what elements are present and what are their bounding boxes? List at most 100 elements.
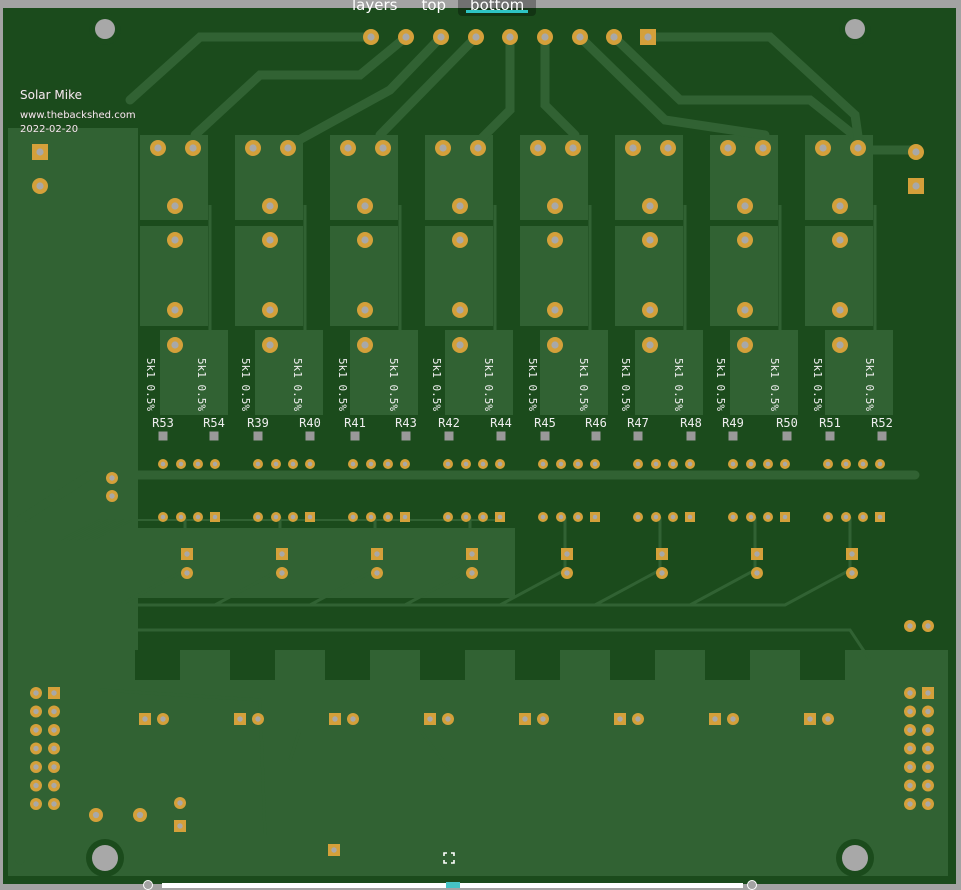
fullscreen-icon[interactable] xyxy=(443,852,455,864)
pad-hole xyxy=(907,623,913,629)
tab-layers[interactable]: layers xyxy=(352,0,398,14)
pad-hole xyxy=(402,461,408,467)
pad-hole xyxy=(925,782,931,789)
smd-pad xyxy=(349,430,361,442)
smd-pad xyxy=(632,430,644,442)
pad-hole xyxy=(635,461,641,467)
pad-hole xyxy=(266,306,274,314)
pad-hole xyxy=(439,144,447,152)
pad-hole xyxy=(33,690,39,696)
pad-hole xyxy=(741,341,749,349)
slider-thumb[interactable] xyxy=(445,882,460,888)
pad-hole xyxy=(195,514,201,520)
resistor-designator: R53 xyxy=(152,416,174,430)
resistor-designator: R45 xyxy=(534,416,556,430)
copper-trace xyxy=(190,32,411,140)
copper-trace xyxy=(475,32,515,145)
resistor-designator: R48 xyxy=(680,416,702,430)
zoom-in-handle[interactable] xyxy=(747,880,757,890)
pad-hole xyxy=(456,202,464,210)
pad-hole xyxy=(551,236,559,244)
pad-hole xyxy=(659,551,665,557)
pad-hole xyxy=(171,202,179,210)
pad-hole xyxy=(754,551,760,557)
pad-hole xyxy=(912,182,920,190)
resistor-designator: R39 xyxy=(247,416,269,430)
pad-hole xyxy=(307,461,313,467)
pad-hole xyxy=(385,461,391,467)
pad-hole xyxy=(534,144,542,152)
pad-hole xyxy=(33,782,39,789)
tab-bottom[interactable]: bottom xyxy=(458,0,537,16)
pad-hole xyxy=(907,708,913,715)
copper-trace xyxy=(609,32,865,145)
resistor-designator: R46 xyxy=(585,416,607,430)
zoom-out-handle[interactable] xyxy=(143,880,153,890)
pad-hole xyxy=(368,514,374,520)
smd-pad xyxy=(443,430,455,442)
pour-cutout xyxy=(705,650,750,680)
pad-hole xyxy=(177,823,183,829)
pad-hole xyxy=(497,461,503,467)
pad-hole xyxy=(540,716,546,722)
pad-hole xyxy=(748,514,754,520)
pad-hole xyxy=(279,551,285,557)
pad-hole xyxy=(160,716,166,722)
pad-hole xyxy=(748,461,754,467)
pad-hole xyxy=(136,811,144,819)
pad-hole xyxy=(212,461,218,467)
pad-hole xyxy=(402,514,408,520)
bus-trace xyxy=(99,688,267,836)
pad-hole xyxy=(670,461,676,467)
pad-hole xyxy=(51,801,57,807)
pour-cutout xyxy=(515,650,560,680)
pad-hole xyxy=(255,514,261,520)
pad-hole xyxy=(564,551,570,557)
pad-hole xyxy=(849,551,855,557)
pad-hole xyxy=(730,716,736,722)
pad-hole xyxy=(836,236,844,244)
pad-hole xyxy=(469,551,475,557)
pad-hole xyxy=(854,144,862,152)
pad-hole xyxy=(541,33,549,41)
copper-trace xyxy=(375,32,481,140)
pad-hole xyxy=(540,461,546,467)
pad-hole xyxy=(782,514,788,520)
pad-hole xyxy=(51,708,57,715)
pad-hole xyxy=(925,708,931,715)
copper-trace xyxy=(540,32,580,140)
pad-hole xyxy=(456,236,464,244)
pad-hole xyxy=(877,514,883,520)
smd-pad xyxy=(495,430,507,442)
resistor-value: 5k1 0.5% xyxy=(387,358,400,411)
pour-cutout xyxy=(800,650,845,680)
pad-hole xyxy=(907,727,913,733)
pad-hole xyxy=(331,847,337,853)
pad-hole xyxy=(730,461,736,467)
pad-hole xyxy=(51,745,57,752)
pad-hole xyxy=(653,461,659,467)
smd-pad xyxy=(539,430,551,442)
pad-hole xyxy=(33,764,39,770)
pad-hole xyxy=(142,716,148,722)
pad-hole xyxy=(765,461,771,467)
pad-hole xyxy=(575,514,581,520)
pad-hole xyxy=(171,341,179,349)
pad-hole xyxy=(51,782,57,789)
resistor-value: 5k1 0.5% xyxy=(239,358,252,411)
pad-hole xyxy=(551,306,559,314)
pad-hole xyxy=(925,690,931,696)
resistor-value: 5k1 0.5% xyxy=(482,358,495,411)
resistor-designator: R47 xyxy=(627,416,649,430)
pad-hole xyxy=(255,716,261,722)
pad-hole xyxy=(741,236,749,244)
pad-hole xyxy=(564,570,570,576)
zoom-slider[interactable] xyxy=(143,880,757,890)
bus-trace xyxy=(158,729,217,811)
pad-hole xyxy=(350,514,356,520)
pad-hole xyxy=(284,144,292,152)
pad-hole xyxy=(860,461,866,467)
tab-top[interactable]: top xyxy=(421,0,447,14)
pad-hole xyxy=(367,33,375,41)
